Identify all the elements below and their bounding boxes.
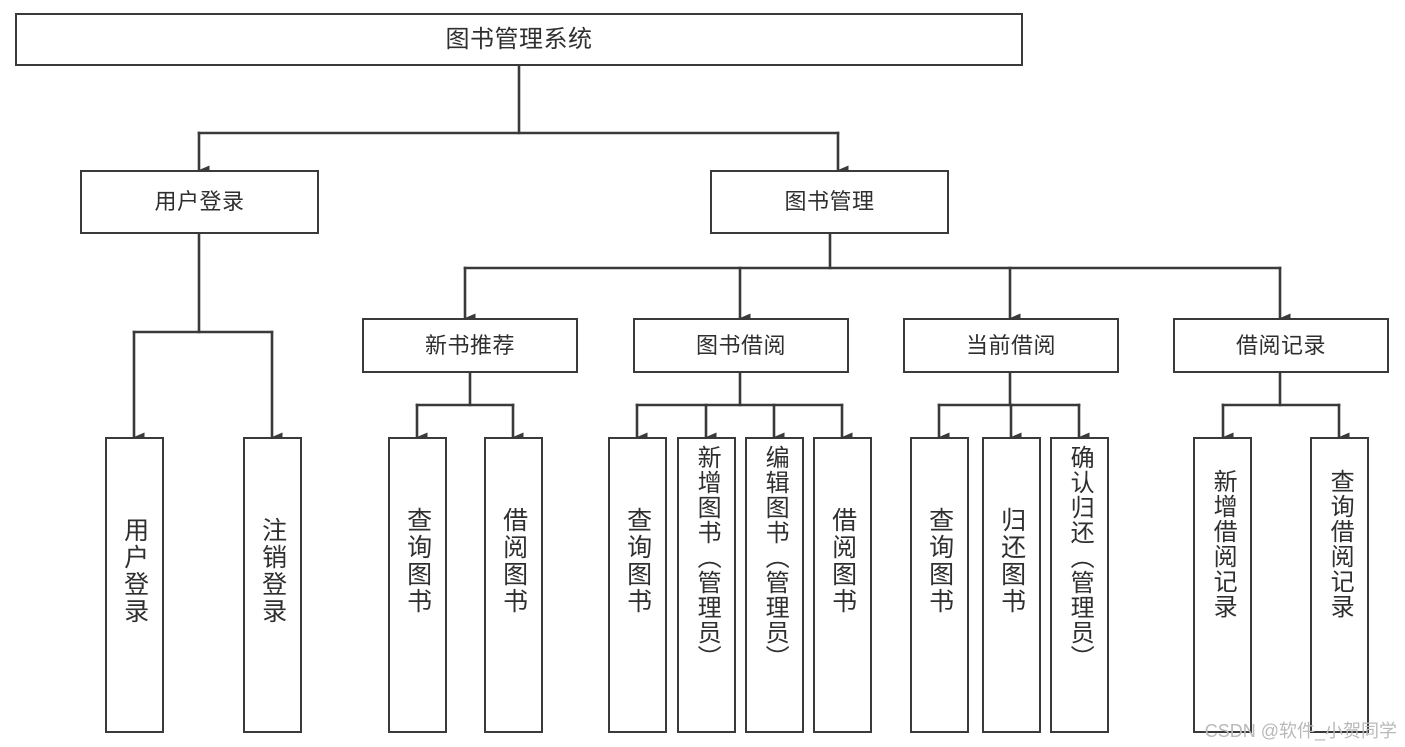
leaf-borrow-record-add[interactable]: 新增借阅记录 (1193, 437, 1252, 733)
node-label: 借阅图书 (828, 507, 857, 615)
node-label: 新书推荐 (424, 332, 515, 358)
node-label: 确认归还（管理员） (1066, 445, 1094, 670)
node-borrow-record[interactable]: 借阅记录 (1173, 318, 1389, 373)
leaf-user-login-logout[interactable]: 注销登录 (243, 437, 302, 733)
node-new-book-recommend[interactable]: 新书推荐 (362, 318, 578, 373)
watermark-text: CSDN @软件_小贺同学 (1204, 721, 1397, 741)
node-user-login[interactable]: 用户登录 (80, 170, 319, 234)
node-label: 新增图书（管理员） (693, 445, 721, 670)
node-book-borrow[interactable]: 图书借阅 (633, 318, 849, 373)
node-root-system[interactable]: 图书管理系统 (15, 13, 1023, 66)
leaf-new-book-query[interactable]: 查询图书 (388, 437, 447, 733)
node-current-borrow[interactable]: 当前借阅 (903, 318, 1119, 373)
node-label: 查询图书 (925, 507, 954, 615)
leaf-current-borrow-query[interactable]: 查询图书 (910, 437, 969, 733)
node-label: 查询图书 (623, 507, 652, 615)
node-book-management[interactable]: 图书管理 (710, 170, 949, 234)
leaf-current-borrow-return[interactable]: 归还图书 (982, 437, 1041, 733)
leaf-book-borrow-add[interactable]: 新增图书（管理员） (677, 437, 736, 733)
leaf-borrow-record-query[interactable]: 查询借阅记录 (1310, 437, 1369, 733)
leaf-new-book-borrow[interactable]: 借阅图书 (484, 437, 543, 733)
leaf-current-borrow-confirm-return[interactable]: 确认归还（管理员） (1050, 437, 1109, 733)
node-label: 借阅记录 (1235, 332, 1326, 358)
node-label: 注销登录 (258, 517, 287, 625)
leaf-user-login-login[interactable]: 用户登录 (105, 437, 164, 733)
node-label: 归还图书 (997, 507, 1026, 615)
node-label: 查询图书 (403, 507, 432, 615)
leaf-book-borrow-query[interactable]: 查询图书 (608, 437, 667, 733)
node-label: 编辑图书（管理员） (761, 445, 789, 670)
node-label: 用户登录 (120, 517, 149, 625)
node-label: 用户登录 (154, 189, 245, 215)
node-label: 查询借阅记录 (1326, 469, 1354, 619)
node-label: 借阅图书 (499, 507, 528, 615)
node-label: 图书借阅 (695, 332, 786, 358)
node-label: 当前借阅 (965, 332, 1056, 358)
node-label: 图书管理 (784, 189, 875, 215)
node-label: 新增借阅记录 (1209, 469, 1237, 619)
node-label: 图书管理系统 (445, 25, 593, 53)
leaf-book-borrow-borrow[interactable]: 借阅图书 (813, 437, 872, 733)
leaf-book-borrow-edit[interactable]: 编辑图书（管理员） (745, 437, 804, 733)
